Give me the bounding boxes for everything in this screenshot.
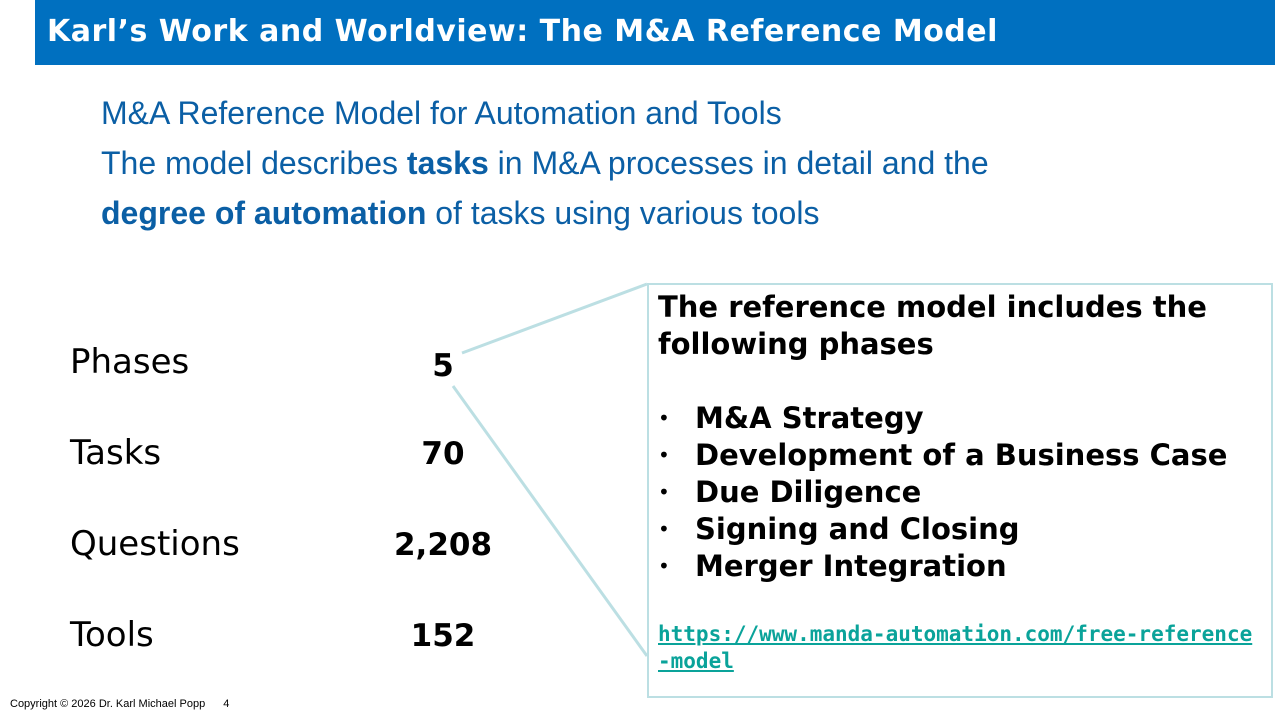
bullet-icon: • xyxy=(658,480,670,504)
connector-line-top xyxy=(461,282,648,355)
phase-item: •Development of a Business Case xyxy=(658,438,1228,472)
intro-text: M&A Reference Model for Automation and T… xyxy=(101,88,1201,238)
stat-value-tools: 152 xyxy=(410,618,476,654)
intro-line-2: The model describes tasks in M&A process… xyxy=(101,145,989,181)
phases-heading: The reference model includes the followi… xyxy=(658,290,1207,361)
stat-label-tasks: Tasks xyxy=(70,433,162,473)
bullet-icon: • xyxy=(658,406,670,430)
intro-line-3: degree of automation of tasks using vari… xyxy=(101,195,820,231)
bullet-icon: • xyxy=(658,443,670,467)
title-bar: Karl’s Work and Worldview: The M&A Refer… xyxy=(35,0,1275,65)
intro-line-1: M&A Reference Model for Automation and T… xyxy=(101,95,782,131)
page-number: 4 xyxy=(223,698,230,710)
stat-label-questions: Questions xyxy=(70,524,240,564)
keyword-tasks: tasks xyxy=(406,145,489,181)
stat-label-tools: Tools xyxy=(70,615,154,655)
connector-line-bottom xyxy=(451,385,649,657)
stat-value-questions: 2,208 xyxy=(393,527,493,563)
phase-list: •M&A Strategy •Development of a Business… xyxy=(658,400,1227,585)
reference-model-link[interactable]: https://www.manda-automation.com/free-re… xyxy=(658,622,1253,673)
phase-item: •Merger Integration xyxy=(658,549,1007,583)
footer: Copyright © 2026 Dr. Karl Michael Popp 4 xyxy=(10,698,229,710)
stat-value-tasks: 70 xyxy=(421,436,465,472)
copyright-text: Copyright © 2026 Dr. Karl Michael Popp xyxy=(10,698,206,710)
stat-label-phases: Phases xyxy=(70,342,190,382)
phases-callout-box: The reference model includes the followi… xyxy=(647,283,1273,698)
phase-item: •Signing and Closing xyxy=(658,512,1020,546)
slide-title: Karl’s Work and Worldview: The M&A Refer… xyxy=(47,14,998,49)
phase-item: •Due Diligence xyxy=(658,475,922,509)
bullet-icon: • xyxy=(658,517,670,541)
phase-item: •M&A Strategy xyxy=(658,401,924,435)
stat-value-phases: 5 xyxy=(432,348,454,384)
keyword-degree-of-automation: degree of automation xyxy=(101,195,427,231)
bullet-icon: • xyxy=(658,554,670,578)
